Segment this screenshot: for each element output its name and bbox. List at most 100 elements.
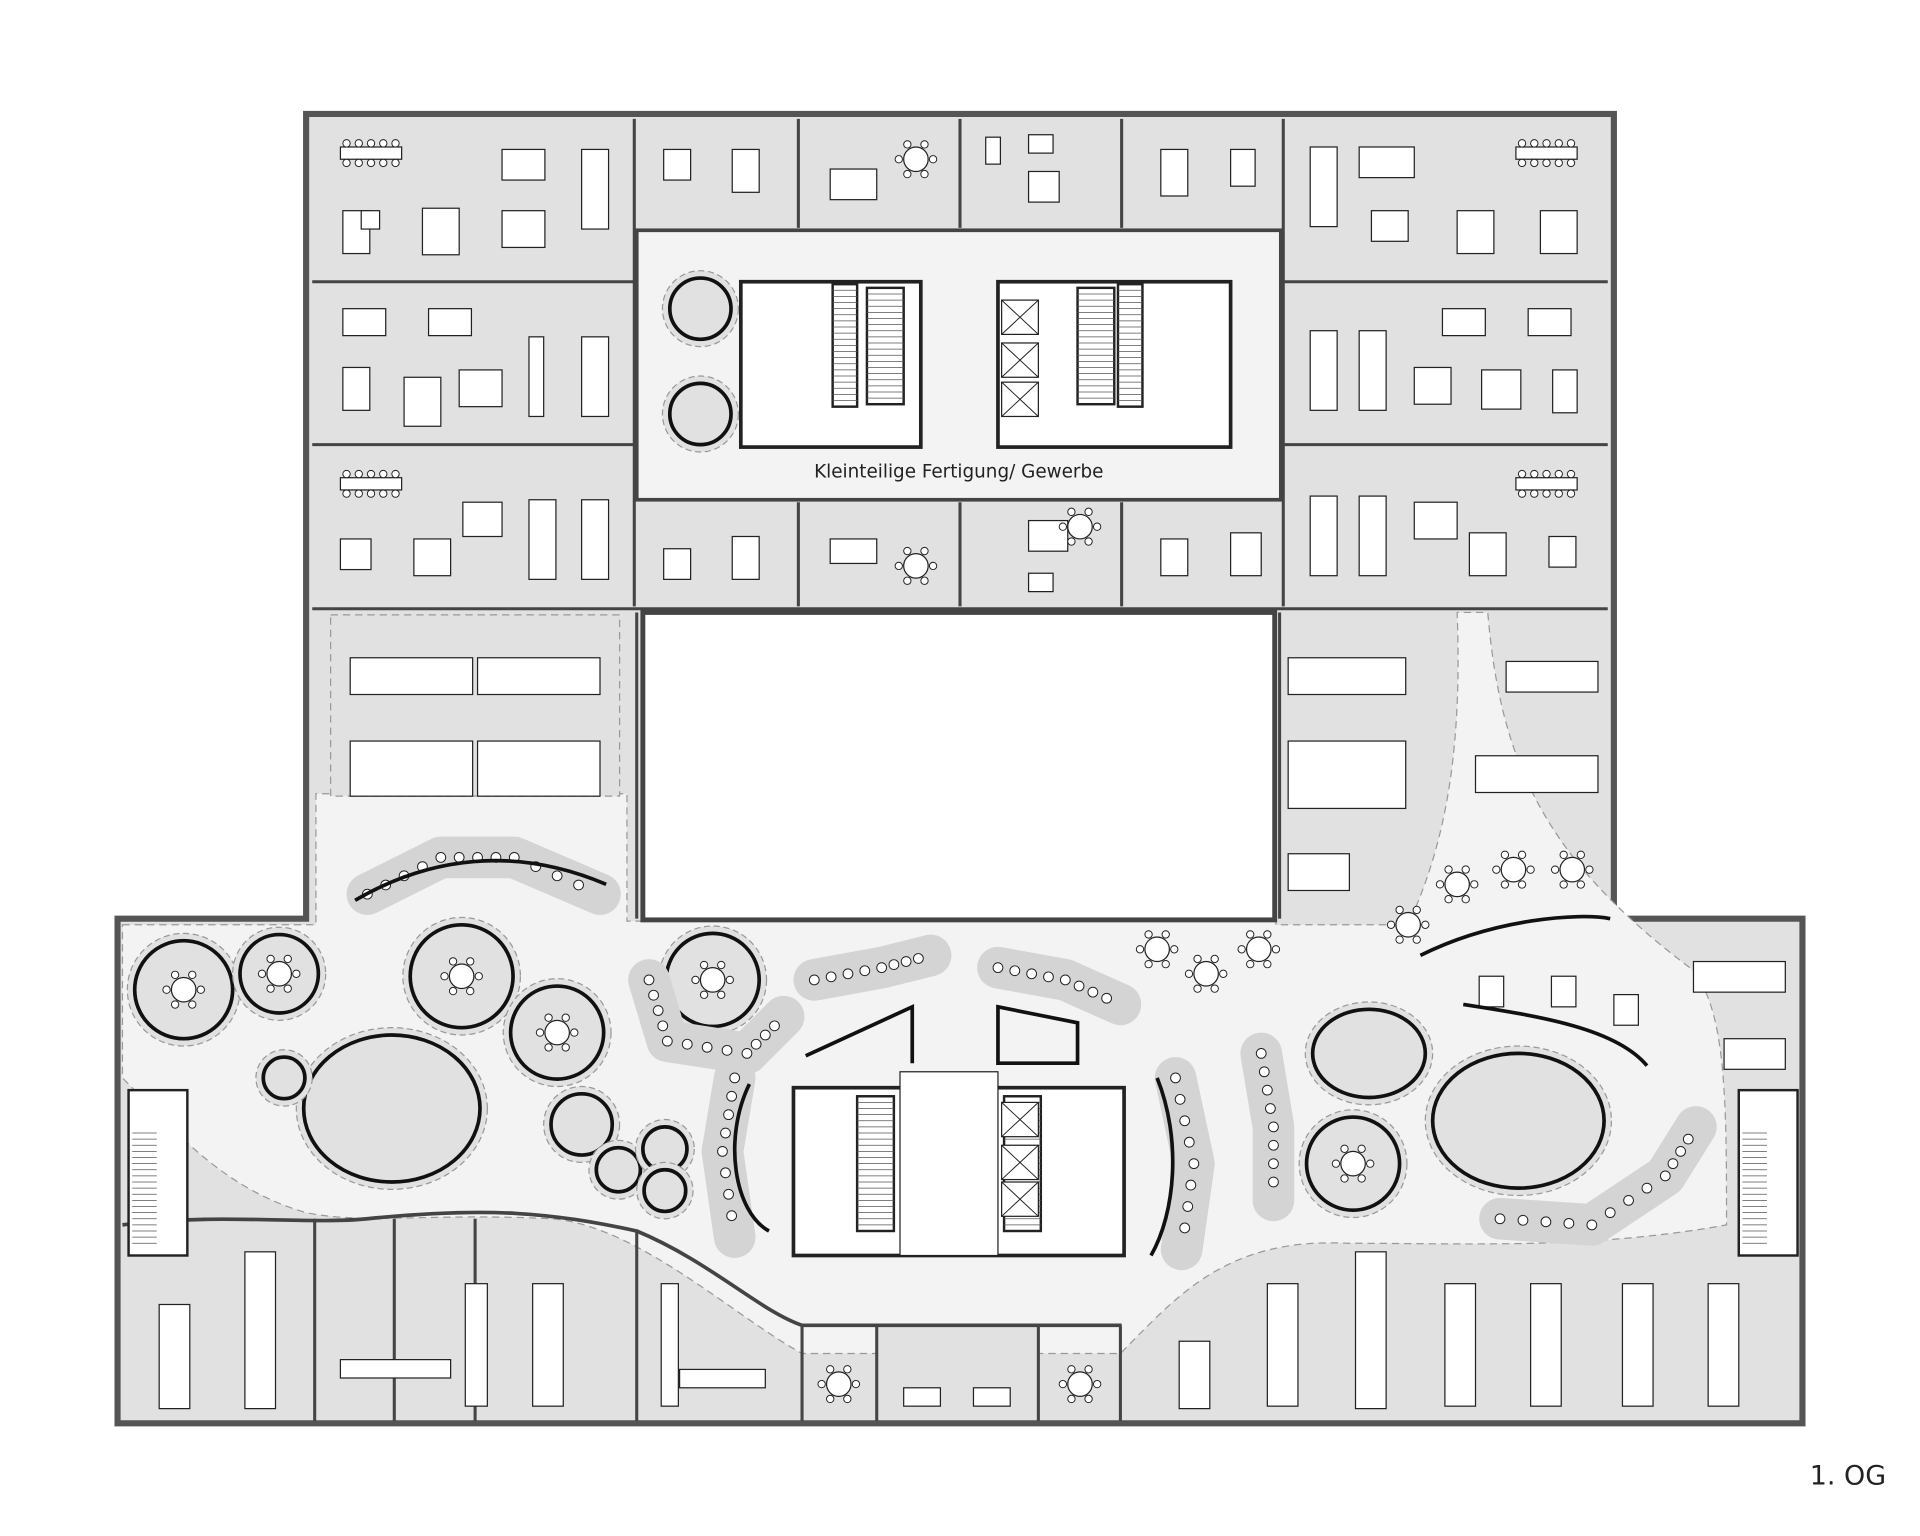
chair (1193, 984, 1202, 993)
lounge-seat (723, 1109, 734, 1121)
desk (403, 376, 442, 427)
chair (342, 469, 351, 479)
meeting-pod (301, 1033, 482, 1184)
meeting-pod (667, 276, 733, 342)
desk (663, 548, 692, 580)
desk (342, 366, 371, 411)
chair (474, 972, 483, 981)
chair (1461, 865, 1470, 874)
chair (1542, 489, 1551, 498)
elevator-icon (1001, 1144, 1039, 1181)
chair (544, 1013, 553, 1022)
chair (1161, 959, 1170, 969)
desk (413, 538, 452, 577)
lounge-seat (1188, 1158, 1200, 1170)
chair (1412, 935, 1421, 944)
chair (1263, 930, 1272, 939)
chair (1517, 139, 1527, 148)
lounge-seat (720, 1167, 731, 1179)
desk (1413, 366, 1452, 405)
desk (1481, 369, 1522, 410)
chair (162, 985, 171, 994)
desk (427, 308, 473, 337)
desk (903, 1387, 942, 1407)
chair (466, 957, 475, 966)
lounge-seat (1268, 1158, 1279, 1170)
desk (1230, 148, 1256, 187)
desk (1358, 146, 1415, 179)
chair (920, 169, 929, 179)
lounge-seat (769, 1020, 780, 1032)
chair (1331, 1159, 1341, 1168)
chair (1566, 489, 1576, 498)
chair (1576, 850, 1585, 859)
lounge-seat (435, 852, 447, 863)
desk (1160, 538, 1189, 577)
desk (678, 1368, 766, 1389)
conference-table (1515, 146, 1578, 160)
desk (1548, 535, 1577, 568)
desk (528, 499, 557, 580)
lounge-seat (729, 1072, 741, 1084)
desk (1552, 369, 1578, 414)
chair (1542, 158, 1551, 168)
desk (1178, 1340, 1211, 1410)
chair (920, 140, 929, 149)
desk (1027, 134, 1054, 154)
chair (292, 969, 301, 978)
desk (1692, 960, 1786, 993)
elevator-cross (1001, 299, 1039, 335)
chair (1193, 954, 1202, 964)
chair (342, 158, 351, 168)
stair-icon (1116, 282, 1144, 408)
round-table (1245, 936, 1272, 963)
lounge-seat (1182, 1201, 1194, 1212)
desk (581, 148, 610, 230)
desk (360, 210, 381, 230)
chair (920, 576, 929, 585)
stair-icon (855, 1095, 896, 1233)
desk (244, 1251, 277, 1410)
desk (660, 1283, 679, 1407)
chair (1067, 1365, 1076, 1374)
atrium-void (640, 609, 1278, 923)
meeting-pod (261, 1055, 307, 1101)
desk (342, 308, 387, 337)
desk (476, 657, 601, 696)
round-table (825, 1371, 852, 1397)
chair (1554, 489, 1563, 498)
stair-icon (865, 286, 905, 406)
desk (663, 148, 692, 181)
chair (1246, 930, 1255, 939)
desk (1474, 755, 1599, 794)
lounge-seat (1265, 1103, 1276, 1114)
lounge-seat (701, 1041, 713, 1053)
elevator-cross (1001, 1181, 1039, 1217)
chair (354, 469, 363, 479)
lounge-seat (741, 1048, 753, 1059)
chair (1210, 984, 1219, 993)
desk (731, 148, 760, 193)
chair (266, 954, 275, 964)
chair (1576, 880, 1585, 889)
chair (894, 155, 903, 164)
round-table (448, 963, 475, 990)
chair (1366, 1159, 1375, 1168)
chair (1412, 905, 1421, 915)
round-table (170, 976, 197, 1003)
desk (581, 499, 610, 580)
round-table (1193, 960, 1219, 987)
chair (379, 158, 388, 168)
desk (1309, 146, 1338, 228)
chair (1170, 945, 1179, 954)
meeting-pod (642, 1167, 688, 1214)
desk (1527, 308, 1572, 337)
chair (851, 1379, 861, 1389)
round-table (1559, 856, 1586, 883)
chair (928, 561, 938, 571)
desk (1550, 975, 1577, 1008)
lounge-seat (1494, 1213, 1506, 1225)
chair (570, 1028, 579, 1037)
chair (1517, 158, 1527, 168)
